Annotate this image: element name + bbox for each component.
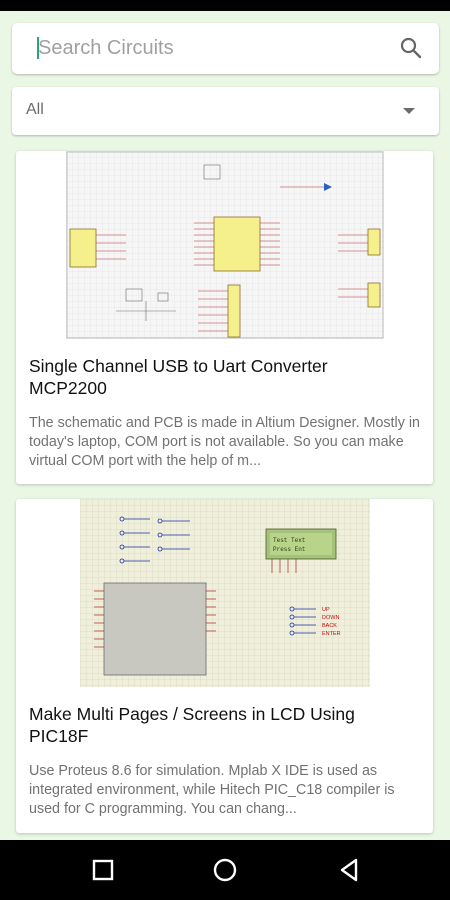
circle-icon[interactable] xyxy=(211,856,239,884)
circuit-card[interactable]: Test Text Press Ent UP DOWN BACK ENTER M… xyxy=(16,499,433,833)
card-title[interactable]: Single Channel USB to Uart Converter MCP… xyxy=(29,356,328,398)
proteus-simulation-thumbnail[interactable]: Test Text Press Ent UP DOWN BACK ENTER xyxy=(80,499,370,687)
search-input[interactable] xyxy=(38,23,398,74)
card-description: Use Proteus 8.6 for simulation. Mplab X … xyxy=(29,763,395,817)
lcd-line-1: Test Text xyxy=(273,537,305,544)
dropdown-arrow-icon[interactable] xyxy=(403,108,415,114)
text-caret xyxy=(37,37,39,59)
lcd-line-2: Press Ent xyxy=(273,546,305,553)
button-label-up: UP xyxy=(322,607,330,613)
search-icon[interactable] xyxy=(399,36,423,60)
square-icon[interactable] xyxy=(89,856,117,884)
status-bar xyxy=(0,0,450,11)
triangle-back-icon[interactable] xyxy=(335,856,363,884)
button-label-enter: ENTER xyxy=(322,631,341,637)
category-filter-dropdown[interactable]: All xyxy=(12,87,439,135)
system-navigation-bar xyxy=(0,840,450,900)
circuit-card[interactable]: Single Channel USB to Uart Converter MCP… xyxy=(16,151,433,484)
button-label-back: BACK xyxy=(322,623,337,629)
schematic-thumbnail[interactable] xyxy=(66,151,384,339)
button-label-down: DOWN xyxy=(322,615,339,621)
search-bar[interactable] xyxy=(12,23,439,74)
card-title[interactable]: Make Multi Pages / Screens in LCD Using … xyxy=(29,704,355,746)
filter-selected-value: All xyxy=(26,101,44,118)
card-description: The schematic and PCB is made in Altium … xyxy=(29,415,420,469)
